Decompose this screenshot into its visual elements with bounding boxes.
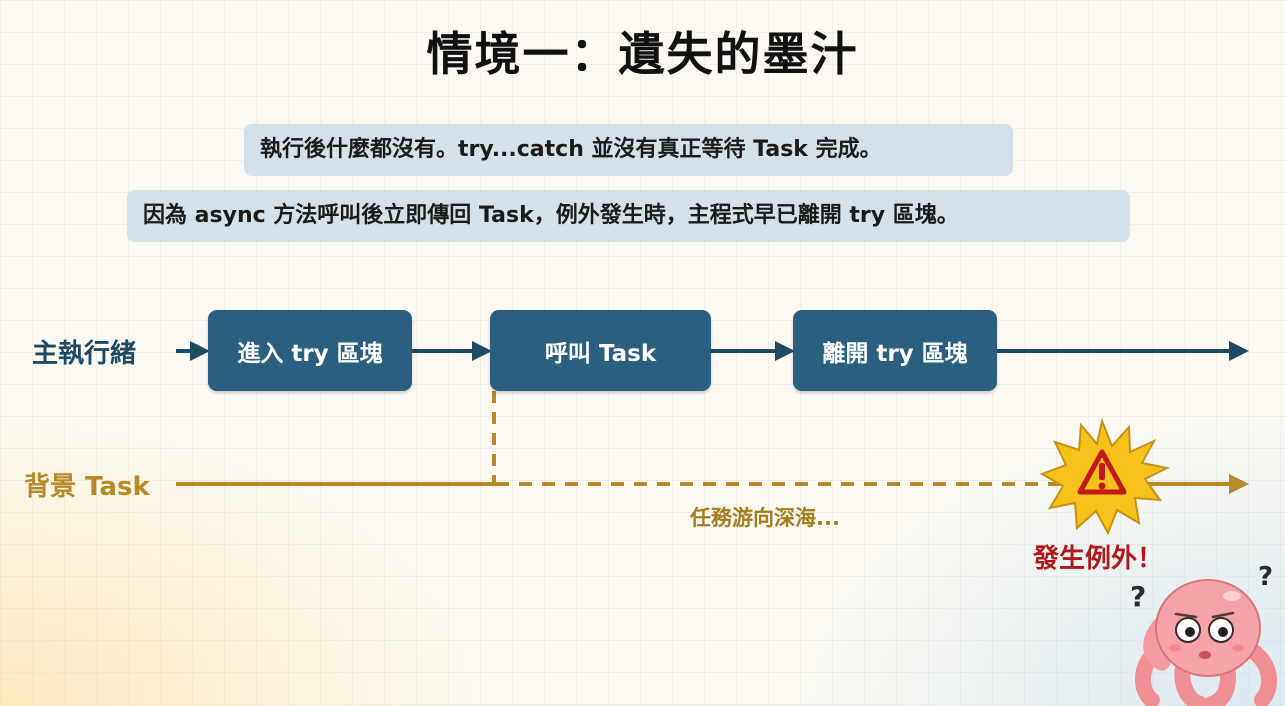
- note-1: 執行後什麼都沒有。try...catch 並沒有真正等待 Task 完成。: [244, 124, 1013, 176]
- lane-background-label: 背景 Task: [24, 472, 150, 502]
- step-leave-try: 離開 try 區塊: [793, 310, 997, 391]
- page-title: 情境一：遺失的墨汁: [426, 27, 859, 81]
- step-call-task: 呼叫 Task: [490, 310, 711, 391]
- note-2: 因為 async 方法呼叫後立即傳回 Task，例外發生時，主程式早已離開 tr…: [127, 190, 1130, 242]
- error-label: 發生例外！: [1033, 544, 1164, 574]
- lane-main-label: 主執行緒: [32, 339, 137, 369]
- warning-icon: [1039, 417, 1171, 536]
- question-mark-icon: ?: [1130, 580, 1146, 613]
- octopus-mascot: [1135, 579, 1278, 706]
- step-enter-try: 進入 try 區塊: [208, 310, 412, 391]
- question-mark-icon: ?: [1258, 562, 1273, 592]
- background-caption: 任務游向深海...: [690, 506, 840, 530]
